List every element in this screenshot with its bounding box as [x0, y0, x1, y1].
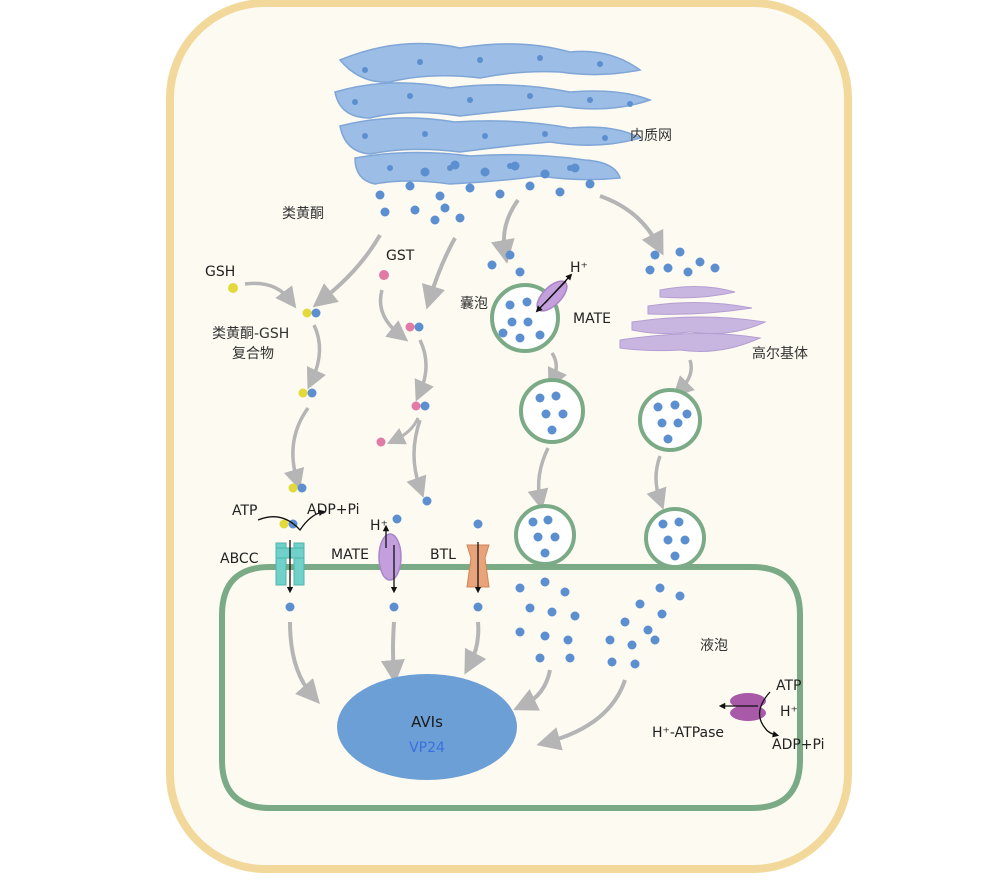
gst-complex-arrow-2 — [406, 419, 427, 498]
flavonoid-gsh-complex-1 — [302, 308, 321, 318]
btl-label: BTL — [430, 547, 456, 563]
vesicle-label: 囊泡 — [460, 295, 488, 312]
vesicle-2 — [519, 378, 585, 444]
flavonoid-cluster — [375, 160, 595, 225]
complex-arrow-1 — [306, 324, 326, 390]
mate-label: MATE — [331, 547, 369, 563]
gsh-dot — [228, 283, 238, 293]
avis-body — [337, 674, 517, 780]
gst-arrow — [378, 289, 409, 342]
golgi-apparatus — [619, 285, 767, 352]
pump-adp-pi-label: ADP+Pi — [772, 737, 825, 753]
gsh-label: GSH — [205, 264, 235, 280]
gsh-arrow — [244, 281, 297, 309]
mate-product-dot — [389, 602, 399, 612]
golgi-label: 高尔基体 — [752, 345, 808, 362]
avis-label: AVIs — [411, 713, 443, 731]
flavonoid-label: 类黄酮 — [282, 205, 324, 222]
h-atpase-pump — [718, 691, 780, 738]
vacuole-membrane — [219, 564, 803, 811]
vesicle-fusing-left — [514, 504, 576, 566]
flavonoid-gsh-complex-2 — [298, 388, 317, 398]
mate-transporter — [378, 514, 402, 594]
golgi-vesicle-1 — [638, 388, 702, 452]
complex-label-line1: 类黄酮-GSH — [212, 325, 289, 342]
abcc-product-dot — [285, 602, 295, 612]
er-label: 内质网 — [630, 128, 672, 144]
vp24-label: VP24 — [409, 740, 445, 756]
abcc-atp-label: ATP — [232, 503, 257, 519]
vesicle-arrow-1 — [547, 352, 567, 390]
vesicle-arrow-2 — [527, 447, 550, 511]
vacuole-label: 液泡 — [700, 638, 728, 654]
abcc-transporter — [257, 509, 326, 594]
btl-product-dot — [473, 602, 483, 612]
gst-label: GST — [386, 248, 415, 264]
endoplasmic-reticulum — [334, 42, 653, 185]
pump-atp-label: ATP — [776, 678, 801, 694]
vesicle-incoming-flavonoids — [487, 250, 525, 277]
vacuole-arrows — [288, 621, 627, 751]
flavonoid-gsh-complex-3 — [288, 483, 307, 493]
vacuole-released-flavonoids — [515, 577, 685, 669]
vesicle-h-plus-label: H⁺ — [570, 260, 588, 276]
flavonoid-gst-complex-2 — [411, 401, 430, 411]
free-flavonoid-dot — [422, 496, 432, 506]
flavonoid-gst-complex-1 — [405, 322, 424, 332]
golgi-arrow-1 — [672, 359, 695, 398]
complex-arrow-2 — [283, 406, 310, 491]
vesicle-mate-label: MATE — [573, 311, 611, 327]
vesicle-fusing-right — [644, 507, 706, 569]
h-atpase-label: H⁺-ATPase — [652, 725, 724, 741]
golgi-incoming-flavonoids — [645, 247, 720, 277]
mate-h-plus-label: H⁺ — [370, 518, 388, 534]
abcc-adp-pi-label: ADP+Pi — [307, 502, 360, 518]
gst-release-arrow — [386, 417, 420, 445]
vesicle-with-mate — [490, 273, 573, 353]
pathway-arrows-top — [312, 194, 664, 310]
pump-h-plus-label: H⁺ — [780, 704, 798, 720]
complex-label-line2: 复合物 — [232, 345, 274, 362]
gst-complex-arrow-1 — [414, 339, 434, 402]
btl-transporter — [466, 519, 490, 594]
golgi-arrow-2 — [646, 455, 667, 510]
gst-released-dot — [376, 437, 386, 447]
gst-dot — [379, 270, 389, 280]
abcc-label: ABCC — [220, 551, 259, 567]
